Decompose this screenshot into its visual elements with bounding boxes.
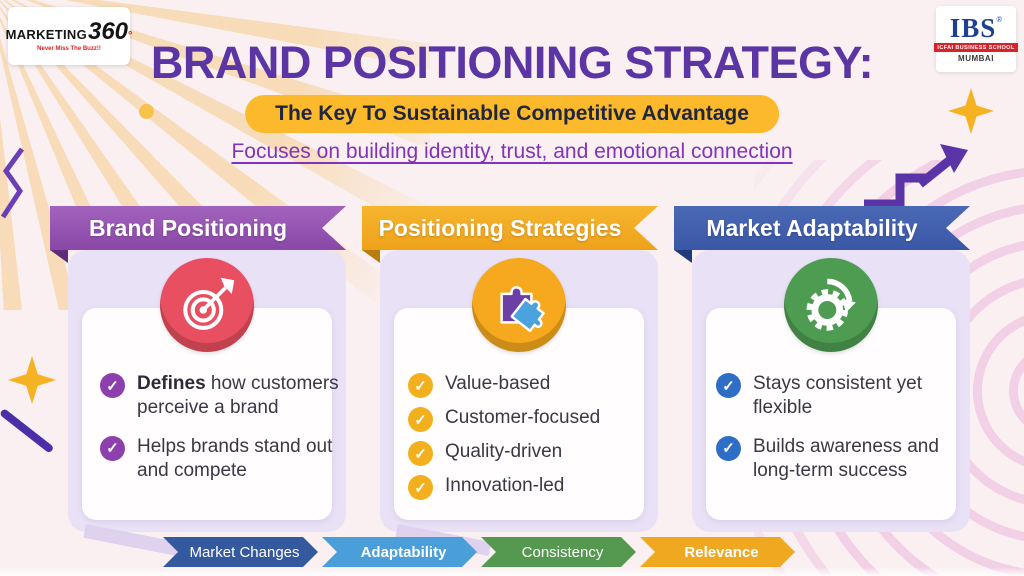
list-item: ✓ Defines how customers perceive a brand: [100, 372, 350, 421]
ribbon-positioning-strategies: Positioning Strategies: [362, 206, 658, 250]
list-item: ✓ Builds awareness and long-term success: [716, 435, 966, 484]
bullet-text: Builds awareness and long-term success: [753, 435, 939, 481]
bullet-list-market-adaptability: ✓ Stays consistent yet flexible ✓ Builds…: [716, 372, 966, 497]
puzzle-icon: [472, 258, 566, 352]
bullet-text: Quality-driven: [445, 441, 563, 462]
flow-bar: Market Changes Adaptability Consistency …: [163, 537, 795, 567]
flow-step-adaptability: Adaptability: [322, 537, 477, 567]
ibs-wordmark: IBS ®: [950, 15, 1003, 42]
sparkle-icon: [948, 88, 994, 134]
check-icon: ✓: [100, 373, 125, 398]
zigzag-decoration: [0, 147, 25, 219]
check-icon: ✓: [408, 441, 433, 466]
list-item: ✓ Helps brands stand out and compete: [100, 435, 350, 484]
flow-step-consistency: Consistency: [481, 537, 636, 567]
growth-stairs-arrow-icon: [864, 144, 968, 208]
ribbon-market-adaptability: Market Adaptability: [674, 206, 970, 250]
bullet-text: Customer-focused: [445, 407, 601, 428]
page-title: BRAND POSITIONING STRATEGY:: [150, 37, 874, 88]
list-item: ✓ Stays consistent yet flexible: [716, 372, 966, 421]
ibs-school-name: ICFAI BUSINESS SCHOOL: [934, 43, 1018, 52]
bullet-bold: Defines: [137, 373, 206, 394]
marketing360-logo: MARKETING 360 ° Never Miss The Buzz!!: [6, 7, 133, 65]
sparkle-icon: [8, 356, 56, 404]
list-item: ✓ Innovation-led: [408, 474, 658, 500]
marketing360-number: 360: [87, 18, 129, 45]
bullet-text: Stays consistent yet flexible: [753, 373, 922, 419]
list-item: ✓ Customer-focused: [408, 406, 658, 432]
bottom-fade-decoration: [0, 567, 1024, 576]
dot-decoration: [139, 104, 154, 119]
registered-mark-icon: ®: [996, 15, 1003, 24]
flow-step-market-changes: Market Changes: [163, 537, 318, 567]
check-icon: ✓: [100, 435, 125, 461]
ibs-logo: IBS ® ICFAI BUSINESS SCHOOL MUMBAI: [934, 6, 1018, 72]
check-icon: ✓: [716, 435, 741, 461]
bullet-text: how customers perceive a brand: [137, 373, 339, 419]
check-icon: ✓: [716, 373, 741, 398]
list-item: ✓ Quality-driven: [408, 440, 658, 466]
bullet-list-brand-positioning: ✓ Defines how customers perceive a brand…: [100, 372, 350, 497]
header-tagline: Focuses on building identity, trust, and…: [231, 140, 793, 163]
gear-refresh-icon: [784, 258, 878, 352]
degree-symbol: °: [128, 30, 133, 42]
ribbon-brand-positioning: Brand Positioning: [50, 206, 346, 250]
check-icon: ✓: [408, 373, 433, 398]
list-item: ✓ Value-based: [408, 372, 658, 398]
target-icon: [160, 258, 254, 352]
bullet-text: Value-based: [445, 373, 551, 394]
bullet-text: Innovation-led: [445, 475, 565, 496]
ibs-acronym: IBS: [949, 13, 997, 43]
subtitle-pill: The Key To Sustainable Competitive Advan…: [245, 95, 779, 133]
flow-step-relevance: Relevance: [640, 537, 795, 567]
marketing360-wordmark: MARKETING 360 °: [6, 20, 133, 44]
bullet-text: Helps brands stand out and compete: [137, 435, 333, 481]
magic-wand-decoration: [0, 408, 55, 454]
ibs-city: MUMBAI: [958, 54, 994, 63]
marketing360-word: MARKETING: [5, 27, 87, 42]
check-icon: ✓: [408, 475, 433, 500]
marketing360-tagline: Never Miss The Buzz!!: [37, 46, 101, 52]
check-icon: ✓: [408, 407, 433, 432]
bullet-list-positioning-strategies: ✓ Value-based ✓ Customer-focused ✓ Quali…: [408, 372, 658, 508]
ribbon-fold: [674, 250, 692, 263]
